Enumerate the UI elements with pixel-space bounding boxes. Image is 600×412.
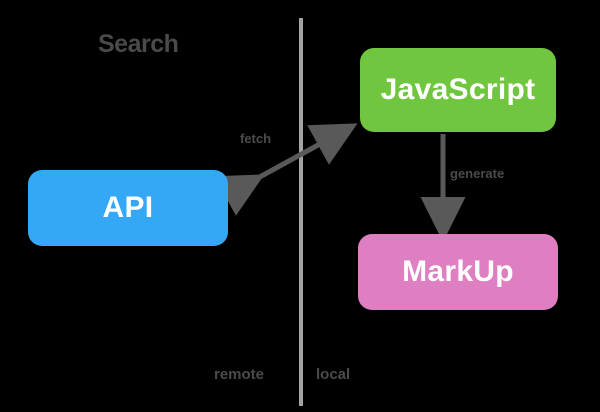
page-title: Search: [98, 30, 179, 58]
side-label-local: local: [316, 366, 351, 383]
node-api[interactable]: API: [28, 170, 228, 246]
node-markup[interactable]: MarkUp: [358, 234, 558, 310]
edge-label-generate: generate: [450, 166, 505, 181]
node-javascript[interactable]: JavaScript: [360, 48, 556, 132]
vertical-divider: [299, 18, 303, 406]
edge-label-fetch: fetch: [240, 131, 272, 146]
side-label-remote: remote: [214, 366, 265, 383]
